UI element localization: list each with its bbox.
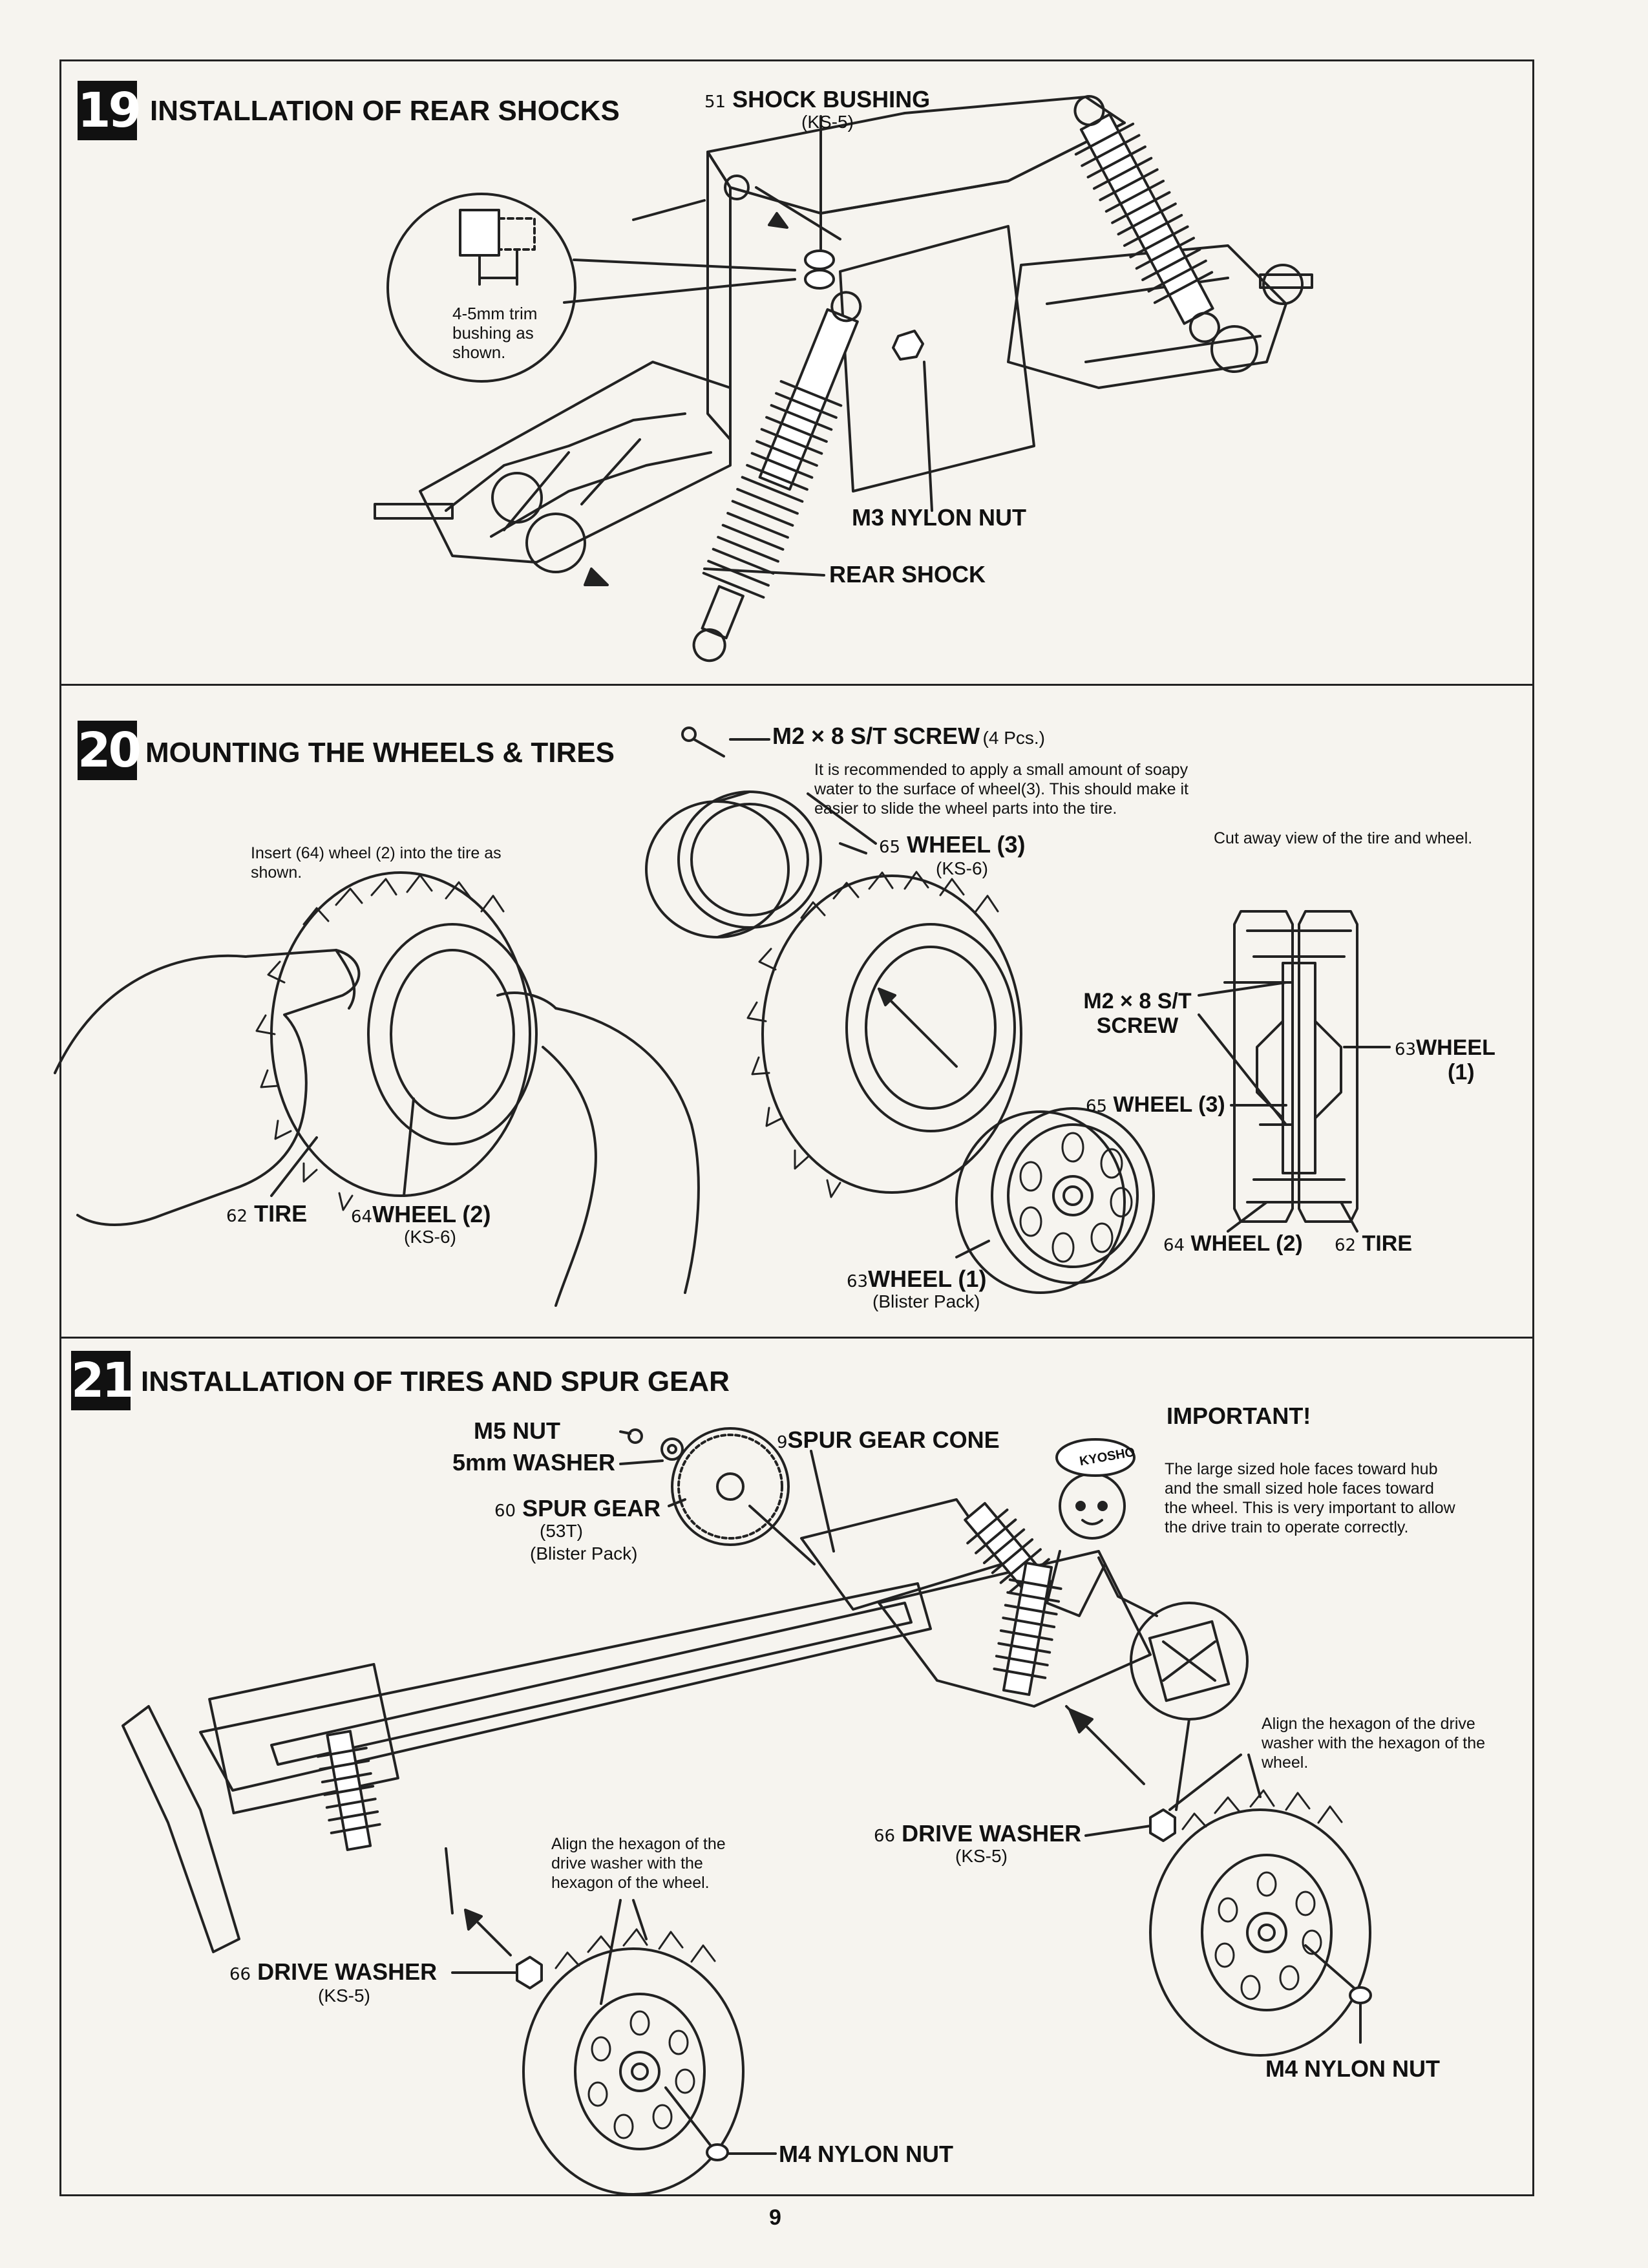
wheel-3-label: 65 WHEEL (3) [879,831,1026,858]
soapy-water-note: It is recommended to apply a small amoun… [814,761,1188,818]
cutaway-wheel-3-label: 65 WHEEL (3) [1086,1092,1225,1117]
divider-19-20 [59,684,1534,686]
divider-20-21 [59,1337,1534,1339]
align-note-right: Align the hexagon of the drive washer wi… [1262,1715,1486,1772]
important-callout-drawing [1046,1438,1249,1811]
step-20-title: MOUNTING THE WHEELS & TIRES [145,737,615,768]
drive-washer-left-label: 66 DRIVE WASHER [229,1958,438,1985]
wheel-2-code: (KS-6) [404,1227,456,1247]
step-20-badge: 20 [78,721,142,780]
step-21-title: INSTALLATION OF TIRES AND SPUR GEAR [141,1366,730,1397]
full-chassis-drawing [121,1427,1176,1989]
spur-gear-code: (Blister Pack) [530,1543,638,1563]
step-21-badge: 21 [71,1351,135,1410]
rear-shock-label: REAR SHOCK [829,561,986,588]
m4-nylon-nut-right-label: M4 NYLON NUT [1265,2055,1440,2082]
cutaway-view-drawing [1198,910,1391,1233]
align-note-left: Align the hexagon of the drive washer wi… [551,1835,726,1892]
drive-washer-right-label: 66 DRIVE WASHER [874,1820,1082,1847]
cutaway-wheel-1-sub: (1) [1448,1060,1475,1085]
rear-chassis-drawing [374,95,1313,662]
wheel-1-code: (Blister Pack) [872,1291,980,1311]
page-frame [59,59,1534,2196]
st-screw-label: M2 × 8 S/T SCREW (4 Pcs.) [772,723,1045,749]
spur-gear-label: 60 SPUR GEAR [494,1495,661,1521]
tire-label: 62 TIRE [226,1200,308,1227]
wheel-1-label: 63WHEEL (1) [847,1266,987,1292]
wheel-2-label: 64WHEEL (2) [351,1201,491,1227]
wheel-3-code: (KS-6) [936,858,988,878]
important-title: IMPORTANT! [1167,1403,1311,1429]
step-19-badge: 19 [78,81,142,140]
hands-inserting-wheel-drawing [54,871,700,1307]
cutaway-wheel-1-label: 63WHEEL [1395,1035,1495,1060]
m3-nylon-nut-label: M3 NYLON NUT [852,504,1026,531]
wheel-tire-assembly-drawing [645,726,1155,1294]
cutaway-note: Cut away view of the tire and wheel. [1214,829,1473,847]
spur-gear-cone-label: 9SPUR GEAR CONE [777,1426,1000,1453]
left-front-tire-drawing [522,1899,777,2196]
shock-bushing-code: (KS-5) [801,112,854,132]
right-rear-tire-drawing [1149,1754,1372,2057]
m5-nut-label: M5 NUT [474,1417,560,1444]
cutaway-tire-label: 62 TIRE [1335,1231,1412,1256]
cutaway-screw-label: M2 × 8 S/T SCREW [1083,989,1192,1038]
shock-bushing-label: 51 SHOCK BUSHING [704,86,931,112]
spur-gear-teeth: (53T) [540,1521,583,1541]
washer-label: 5mm WASHER [452,1449,616,1476]
m4-nylon-nut-left-label: M4 NYLON NUT [779,2141,953,2167]
trim-bushing-note: 4-5mm trim bushing as shown. [452,304,538,362]
bushing-detail-circle [386,193,576,383]
page-number: 9 [769,2205,781,2230]
drive-washer-left-code: (KS-5) [318,1986,370,2006]
insert-wheel-note: Insert (64) wheel (2) into the tire as s… [251,844,502,882]
important-text: The large sized hole faces toward hub an… [1165,1460,1455,1536]
cutaway-wheel-2-label: 64 WHEEL (2) [1163,1231,1303,1256]
step-19-title: INSTALLATION OF REAR SHOCKS [150,95,620,127]
drive-washer-right-code: (KS-5) [955,1846,1008,1866]
